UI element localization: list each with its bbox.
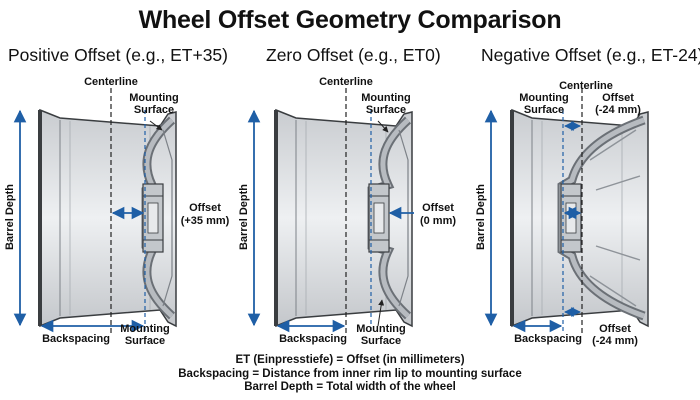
- offset-label-positive-2: (+35 mm): [181, 215, 230, 227]
- legend-line-barrel-depth: Barrel Depth = Total width of the wheel: [244, 381, 456, 393]
- offset-label-zero-2: (0 mm): [420, 215, 456, 227]
- panel-title-negative: Negative Offset (e.g., ET-24): [481, 45, 700, 65]
- backspacing-label-zero: Backspacing: [279, 333, 347, 345]
- centerline-label-negative: Centerline: [559, 80, 613, 92]
- panel-negative: Centerline Mounting Surface Offset (-24 …: [475, 80, 649, 347]
- centerline-label-zero: Centerline: [319, 76, 373, 88]
- offset-label-positive-1: Offset: [189, 202, 221, 214]
- wheel-negative: [510, 108, 649, 328]
- barrel-depth-label-zero: Barrel Depth: [238, 184, 250, 250]
- wheel-zero: [274, 108, 413, 328]
- mount-bottom-label-zero-1: Mounting: [356, 323, 405, 335]
- barrel-depth-label-negative: Barrel Depth: [475, 184, 487, 250]
- mount-bottom-label-positive-2: Surface: [125, 335, 165, 347]
- mount-bottom-label-positive-1: Mounting: [120, 323, 169, 335]
- offset-top-label-negative-2: (-24 mm): [595, 104, 641, 116]
- centerline-label-positive: Centerline: [84, 76, 138, 88]
- panel-title-positive: Positive Offset (e.g., ET+35): [8, 45, 228, 65]
- legend-line-backspacing: Backspacing = Distance from inner rim li…: [178, 367, 522, 380]
- barrel-depth-label-positive: Barrel Depth: [4, 184, 16, 250]
- panel-positive: Centerline Mounting Surface Offset (+35 …: [4, 76, 230, 347]
- mount-top-label-negative-2: Surface: [524, 104, 564, 116]
- backspacing-label-positive: Backspacing: [42, 333, 110, 345]
- offset-bottom-label-negative-2: (-24 mm): [592, 335, 638, 347]
- panel-zero: Centerline Mounting Surface Offset (0 mm…: [238, 76, 456, 347]
- legend: ET (Einpresstiefe) = Offset (in millimet…: [0, 354, 700, 395]
- panel-title-zero: Zero Offset (e.g., ET0): [266, 45, 441, 65]
- offset-label-zero-1: Offset: [422, 202, 454, 214]
- legend-line-et: ET (Einpresstiefe) = Offset (in millimet…: [235, 354, 465, 366]
- mount-top-label-zero-2: Surface: [366, 104, 406, 116]
- mount-top-label-zero-1: Mounting: [361, 92, 410, 104]
- mount-top-label-positive-1: Mounting: [129, 92, 178, 104]
- backspacing-label-negative: Backspacing: [514, 333, 582, 345]
- wheel-positive: [38, 108, 177, 328]
- mount-top-label-positive-2: Surface: [134, 104, 174, 116]
- mount-bottom-label-zero-2: Surface: [361, 335, 401, 347]
- diagram-title: Wheel Offset Geometry Comparison: [138, 6, 562, 34]
- offset-bottom-label-negative-1: Offset: [599, 323, 631, 335]
- mount-top-label-negative-1: Mounting: [519, 92, 568, 104]
- offset-top-label-negative-1: Offset: [602, 92, 634, 104]
